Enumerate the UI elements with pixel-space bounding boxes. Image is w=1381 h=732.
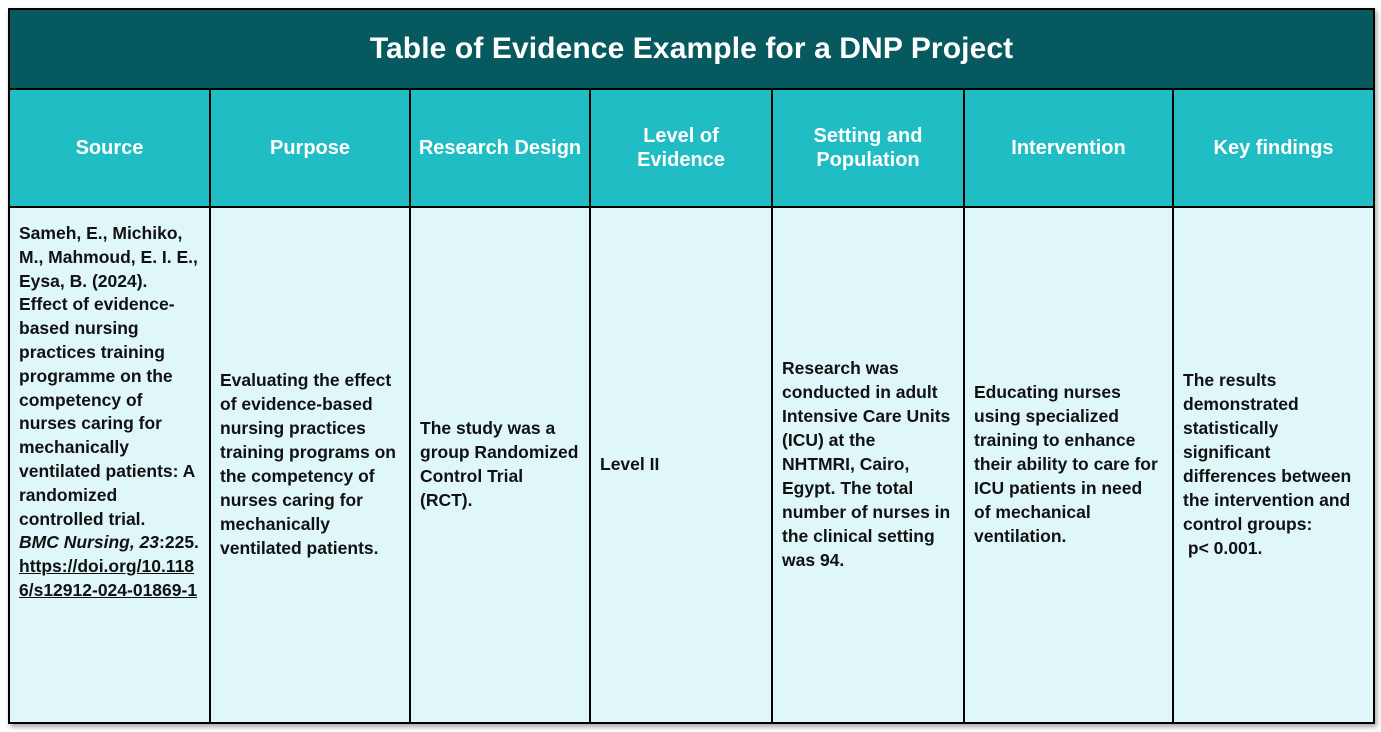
- purpose-text: Evaluating the effect of evidence-based …: [220, 370, 401, 558]
- source-doi-link[interactable]: https://doi.org/10.1186/s12912-024-01869…: [19, 556, 198, 600]
- setting-and-population-text: Research was conducted in adult Intensiv…: [782, 358, 956, 570]
- column-header-intervention: Intervention: [963, 88, 1174, 208]
- intervention-text: Educating nurses using specialized train…: [974, 382, 1163, 546]
- column-header-setting-and-population: Setting and Population: [771, 88, 965, 208]
- column-header-key-findings: Key findings: [1171, 88, 1376, 208]
- cell-source: Sameh, E., Michiko, M., Mahmoud, E. I. E…: [8, 206, 211, 724]
- source-journal-issue: :225.: [159, 532, 199, 553]
- source-citation: Sameh, E., Michiko, M., Mahmoud, E. I. E…: [19, 223, 198, 529]
- column-header-research-design: Research Design: [409, 88, 591, 208]
- cell-purpose: Evaluating the effect of evidence-based …: [209, 206, 411, 724]
- column-header-source: Source: [8, 88, 211, 208]
- research-design-text: The study was a group Randomized Control…: [420, 418, 584, 510]
- key-findings-text: The results demonstrated statistically s…: [1183, 370, 1352, 558]
- table-title: Table of Evidence Example for a DNP Proj…: [7, 8, 1376, 90]
- cell-key-findings: The results demonstrated statistically s…: [1171, 206, 1376, 724]
- cell-intervention: Educating nurses using specialized train…: [963, 206, 1174, 724]
- column-header-level-of-evidence: Level of Evidence: [589, 88, 773, 208]
- table-header-row: Source Purpose Research Design Level of …: [8, 88, 1376, 208]
- cell-setting-and-population: Research was conducted in adult Intensiv…: [771, 206, 965, 724]
- table-row: Sameh, E., Michiko, M., Mahmoud, E. I. E…: [8, 206, 1376, 724]
- table-title-row: Table of Evidence Example for a DNP Proj…: [7, 8, 1376, 90]
- cell-level-of-evidence: Level II: [589, 206, 773, 724]
- cell-research-design: The study was a group Randomized Control…: [409, 206, 591, 724]
- column-header-purpose: Purpose: [209, 88, 411, 208]
- table-of-evidence: Table of Evidence Example for a DNP Proj…: [7, 8, 1376, 724]
- source-journal: BMC Nursing, 23: [19, 532, 160, 553]
- level-of-evidence-text: Level II: [600, 454, 660, 475]
